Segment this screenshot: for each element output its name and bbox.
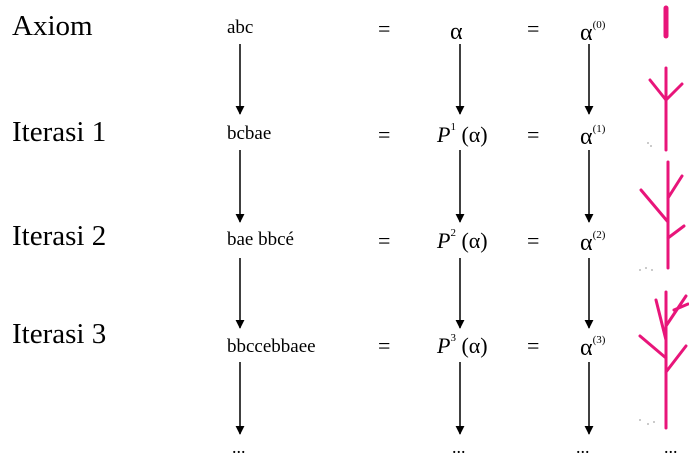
tree-iteration-2 — [639, 160, 686, 270]
production-symbol: P — [437, 122, 451, 147]
production-symbol: P — [437, 228, 451, 253]
equals-sign: = — [378, 228, 391, 253]
axiom-alpha: α — [450, 19, 463, 45]
ellipsis-middle-column: ... — [452, 437, 466, 457]
equals-sign: = — [378, 122, 391, 147]
string-iterasi-2: bae bbcé — [227, 229, 294, 250]
equals-sign: = — [527, 333, 540, 358]
production-argument: (α) — [461, 333, 488, 358]
equals-sign: = — [378, 333, 391, 358]
production-iterasi-1: P1 (α) — [437, 122, 488, 146]
equals-sign: = — [527, 122, 540, 147]
production-symbol: P — [437, 333, 451, 358]
ellipsis-right-column: ... — [576, 437, 590, 457]
tree-iteration-3 — [638, 290, 689, 430]
tree-iteration-1 — [648, 66, 684, 152]
scan-artifacts — [639, 142, 655, 425]
string-axiom: abc — [227, 17, 254, 38]
production-argument: (α) — [461, 228, 488, 253]
production-iterasi-2: P2 (α) — [437, 228, 488, 252]
string-iterasi-1: bcbae — [227, 123, 272, 144]
row-label-iterasi-1: Iterasi 1 — [12, 116, 107, 148]
alpha-iteration-0: α(0) — [580, 19, 606, 46]
equals-sign: = — [527, 228, 540, 253]
row-label-axiom: Axiom — [12, 10, 93, 42]
ellipsis-tree-column: ... — [664, 437, 678, 457]
production-iterasi-3: P3 (α) — [437, 333, 488, 357]
alpha-iteration-1: α(1) — [580, 123, 606, 150]
alpha-iteration-3: α(3) — [580, 334, 606, 361]
alpha-iteration-2: α(2) — [580, 229, 606, 256]
production-exponent: 2 — [450, 227, 456, 239]
production-exponent: 3 — [450, 332, 456, 344]
equals-sign: = — [527, 16, 540, 41]
row-label-iterasi-2: Iterasi 2 — [12, 220, 107, 252]
ellipsis-string-column: ... — [232, 437, 246, 457]
string-iterasi-3: bbccebbaee — [227, 336, 316, 357]
production-exponent: 1 — [450, 121, 456, 133]
equals-sign: = — [378, 16, 391, 41]
row-label-iterasi-3: Iterasi 3 — [12, 318, 107, 350]
production-argument: (α) — [461, 122, 488, 147]
